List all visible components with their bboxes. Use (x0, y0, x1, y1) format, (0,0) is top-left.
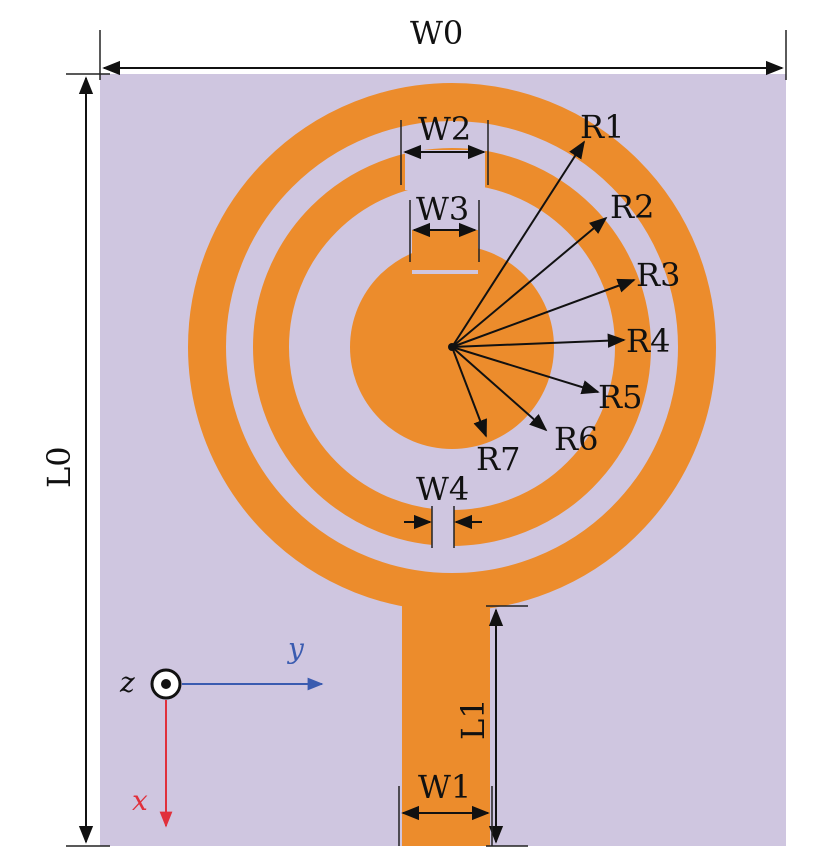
w2-slot (405, 150, 485, 190)
w4-label: W4 (416, 470, 469, 508)
r3-label: R3 (636, 256, 680, 294)
w3-stub (412, 230, 478, 270)
r1-arrow (451, 140, 585, 348)
radius-arrows (448, 140, 636, 438)
r2-label: R2 (610, 188, 654, 226)
r5-arrow (451, 346, 600, 395)
coordinate-axes: y x z (119, 632, 324, 828)
r6-label: R6 (554, 420, 598, 458)
r7-arrow (451, 346, 487, 438)
r7-label: R7 (476, 440, 520, 478)
y-axis-label: y (286, 632, 305, 665)
r1-label: R1 (580, 108, 624, 146)
r3-arrow (451, 278, 636, 348)
r2-arrow (451, 216, 608, 348)
center-point (448, 343, 456, 351)
l0-label: L0 (40, 446, 78, 488)
r6-arrow (451, 346, 548, 432)
feed-line (402, 588, 490, 846)
w4-slot (432, 508, 454, 550)
r4-label: R4 (626, 322, 670, 360)
x-axis-label: x (132, 784, 148, 817)
r5-label: R5 (598, 378, 642, 416)
w0-label: W0 (410, 14, 463, 52)
z-axis-label: z (119, 666, 135, 699)
r4-arrow (451, 333, 626, 348)
w1-label: W1 (418, 768, 471, 806)
l1-label: L1 (454, 698, 492, 740)
w2-label: W2 (418, 110, 471, 148)
w3-label: W3 (416, 190, 469, 228)
